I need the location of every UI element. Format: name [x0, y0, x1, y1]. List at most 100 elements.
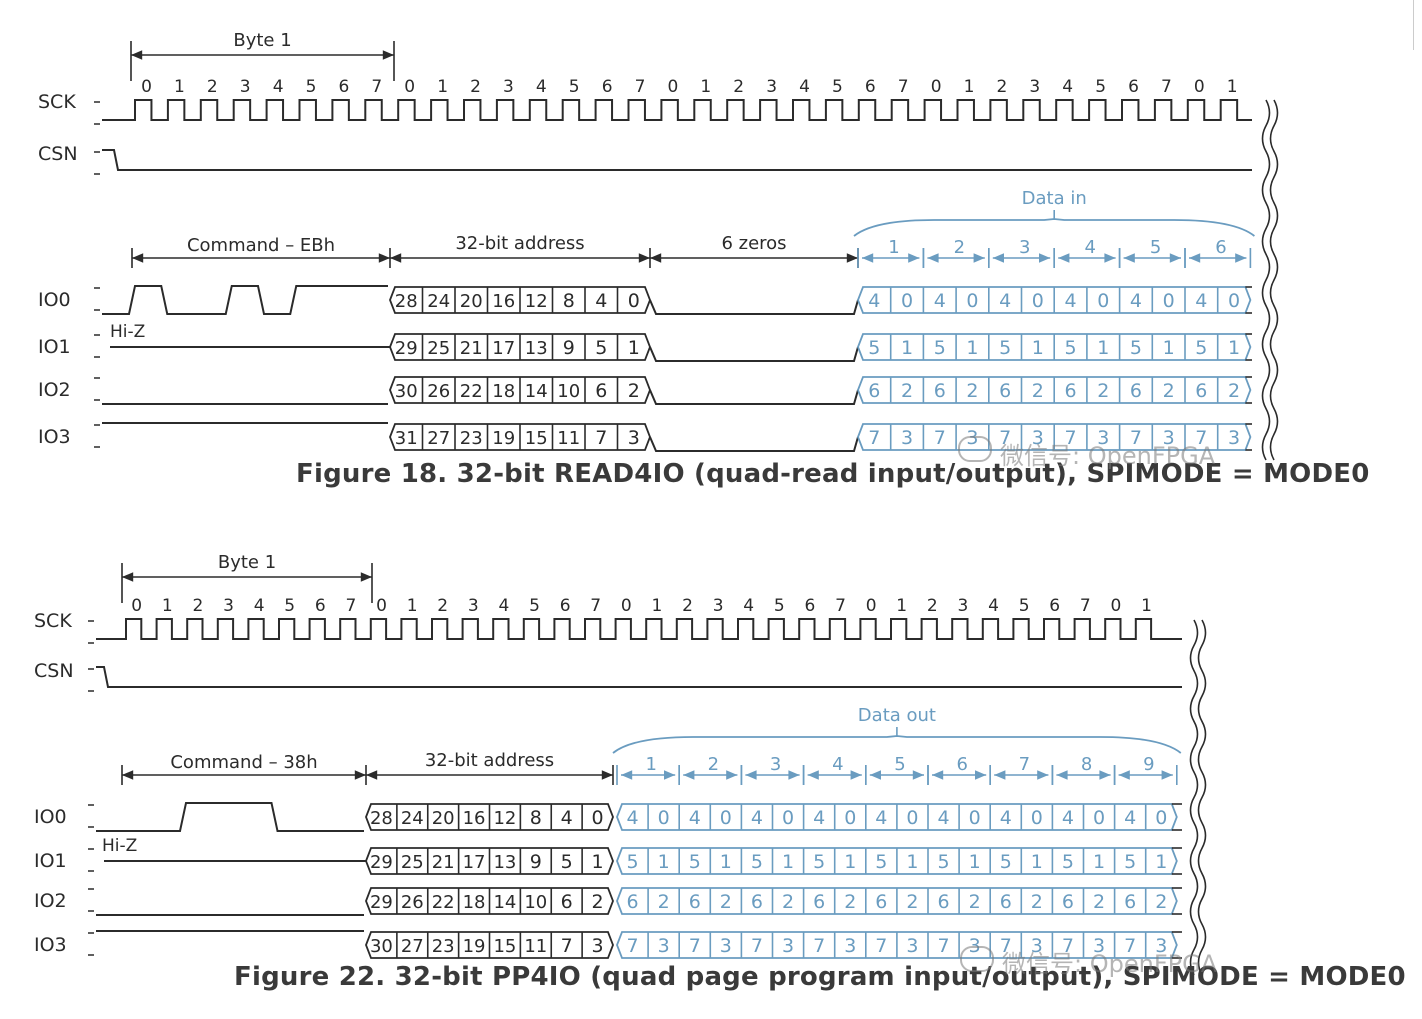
- fig22-data-group-span-head-left: [932, 770, 944, 780]
- fig22-data-group-span-head-left: [745, 770, 757, 780]
- figure-18-caption: Figure 18. 32-bit READ4IO (quad-read inp…: [296, 459, 1370, 489]
- fig22-data-group-span-head-right: [912, 770, 924, 780]
- fig22-io1-address-cell: 1: [592, 851, 604, 873]
- fig22-io1-data-cell: 1: [658, 851, 670, 873]
- fig22-sck-count: 7: [835, 596, 846, 616]
- fig22-io0-data-cell: 0: [1155, 807, 1167, 829]
- fig18-sck-count: 1: [700, 77, 711, 97]
- fig18-sck-count: 4: [536, 77, 547, 97]
- fig22-io2-address-cell: 22: [432, 892, 455, 913]
- fig22-address-span-head-right: [601, 770, 613, 780]
- fig18-io2-address-cell: 30: [395, 381, 418, 402]
- fig22-byte1-label: Byte 1: [218, 552, 276, 573]
- fig18-io1-data-cell: 1: [1163, 337, 1175, 359]
- fig18-command-span-head-right: [378, 253, 390, 263]
- fig22-io1-data-cell: 5: [813, 851, 825, 873]
- fig22-sck-count: 5: [774, 596, 785, 616]
- fig18-sck-count: 0: [931, 77, 942, 97]
- fig18-io2-data-cell: 2: [901, 380, 913, 402]
- fig18-io0-data-cell: 4: [934, 290, 946, 312]
- fig22-io2-data-cell: 6: [1062, 891, 1074, 913]
- fig18-data-group-span-head-right: [973, 253, 985, 263]
- fig18-sck-count: 4: [1062, 77, 1073, 97]
- fig22-sck-count: 5: [284, 596, 295, 616]
- fig18-io0-data-cell: 0: [1228, 290, 1240, 312]
- fig22-io2-data-cell: 6: [1000, 891, 1012, 913]
- fig22-io0-data-cell: 0: [1031, 807, 1043, 829]
- fig18-io3-data-cell: 3: [1228, 427, 1240, 449]
- fig18-sck-count: 5: [569, 77, 580, 97]
- fig18-io0-data-cell: 4: [1195, 290, 1207, 312]
- fig18-sck-count: 7: [371, 77, 382, 97]
- fig22-io1-data-cell: 5: [1124, 851, 1136, 873]
- fig22-sck-count: 0: [866, 596, 877, 616]
- fig22-sck-count: 4: [498, 596, 509, 616]
- fig18-sck-waveform: [102, 99, 1252, 121]
- fig22-io2-data-cell: 2: [969, 891, 981, 913]
- fig22-data-group-span-head-right: [1161, 770, 1173, 780]
- fig18-io3-address-cell: 7: [595, 427, 607, 449]
- watermark-text: 微信号: OpenFPGA: [1002, 950, 1218, 978]
- fig22-io0-data-cell: 0: [1093, 807, 1105, 829]
- fig22-io2-data-cell: 6: [627, 891, 639, 913]
- fig22-io1-data-cell: 1: [782, 851, 794, 873]
- fig18-csn-waveform: [102, 149, 1252, 171]
- fig18-io2-data-cell: 2: [1097, 380, 1109, 402]
- fig18-io2-data-cell: 6: [1130, 380, 1142, 402]
- fig22-io0-data-cell: 0: [969, 807, 981, 829]
- fig18-io3-address-cell: 23: [460, 428, 483, 449]
- fig22-sck-count: 7: [1080, 596, 1091, 616]
- fig18-io1-address-cell: 29: [395, 338, 418, 359]
- fig22-sck-count: 3: [468, 596, 479, 616]
- fig22-data-group-label: 1: [645, 754, 656, 775]
- fig22-sck-count: 6: [804, 596, 815, 616]
- fig22-data-group-label: 8: [1081, 754, 1092, 775]
- fig18-io2-data-cell: 2: [1163, 380, 1175, 402]
- fig22-sck-count: 2: [682, 596, 693, 616]
- fig18-dummy-span-head-left: [650, 253, 662, 263]
- fig22-sck-count: 5: [1019, 596, 1030, 616]
- fig18-io2-dummy: [649, 389, 859, 405]
- fig22-io1-address-cell: 25: [401, 852, 424, 873]
- fig22-io3-data-cell: 3: [782, 935, 794, 957]
- fig18-io2-address-cell: 2: [628, 380, 640, 402]
- fig18-data-group-span-head-right: [1169, 253, 1181, 263]
- fig18-data-label: Data in: [1022, 188, 1087, 209]
- fig22-data-group-span-head-left: [807, 770, 819, 780]
- fig22-io0-address-cell: 20: [432, 808, 455, 829]
- fig18-io0-data-cell: 4: [999, 290, 1011, 312]
- fig18-io3-data-cell: 7: [868, 427, 880, 449]
- fig18-command-span-head-left: [132, 253, 144, 263]
- fig18-sck-count: 1: [964, 77, 975, 97]
- fig22-io0-data-cell: 4: [875, 807, 887, 829]
- fig22-io2-address-cell: 29: [370, 892, 393, 913]
- fig22-io3-data-cell: 7: [938, 935, 950, 957]
- fig22-data-group-span-head-right: [1099, 770, 1111, 780]
- fig18-io1-address-cell: 5: [595, 337, 607, 359]
- fig22-io1-address-cell: 17: [463, 852, 486, 873]
- fig22-time-break: [1197, 619, 1207, 976]
- fig22-io2-data-cell: 2: [1031, 891, 1043, 913]
- wechat-icon: [958, 436, 992, 462]
- fig22-io3-address-cell: 11: [524, 936, 547, 957]
- fig18-io3-address-cell: 11: [557, 428, 580, 449]
- fig22-io3-data-cell: 3: [906, 935, 918, 957]
- fig18-data-group-span-head-left: [927, 253, 939, 263]
- fig22-io1-address-cell: 29: [370, 852, 393, 873]
- fig18-data-group-label: 6: [1215, 237, 1226, 258]
- fig18-io2-address-cell: 26: [427, 381, 450, 402]
- fig22-io3-data-cell: 7: [1062, 935, 1074, 957]
- fig22-io2-data-cell: 6: [689, 891, 701, 913]
- fig22-io1-data-cell: 1: [844, 851, 856, 873]
- fig22-data-group-span-head-right: [975, 770, 987, 780]
- fig18-sck-count: 0: [404, 77, 415, 97]
- fig22-io1-address-cell: 13: [493, 852, 516, 873]
- fig22-io3-data-cell: 7: [875, 935, 887, 957]
- fig22-io1-data-cell: 1: [906, 851, 918, 873]
- fig22-io2-data-cell: 6: [751, 891, 763, 913]
- fig22-io0-address-cell: 12: [493, 808, 516, 829]
- fig18-io1-data-cell: 5: [1130, 337, 1142, 359]
- fig22-sck-count: 3: [223, 596, 234, 616]
- fig18-io0-address-cell: 16: [492, 291, 515, 312]
